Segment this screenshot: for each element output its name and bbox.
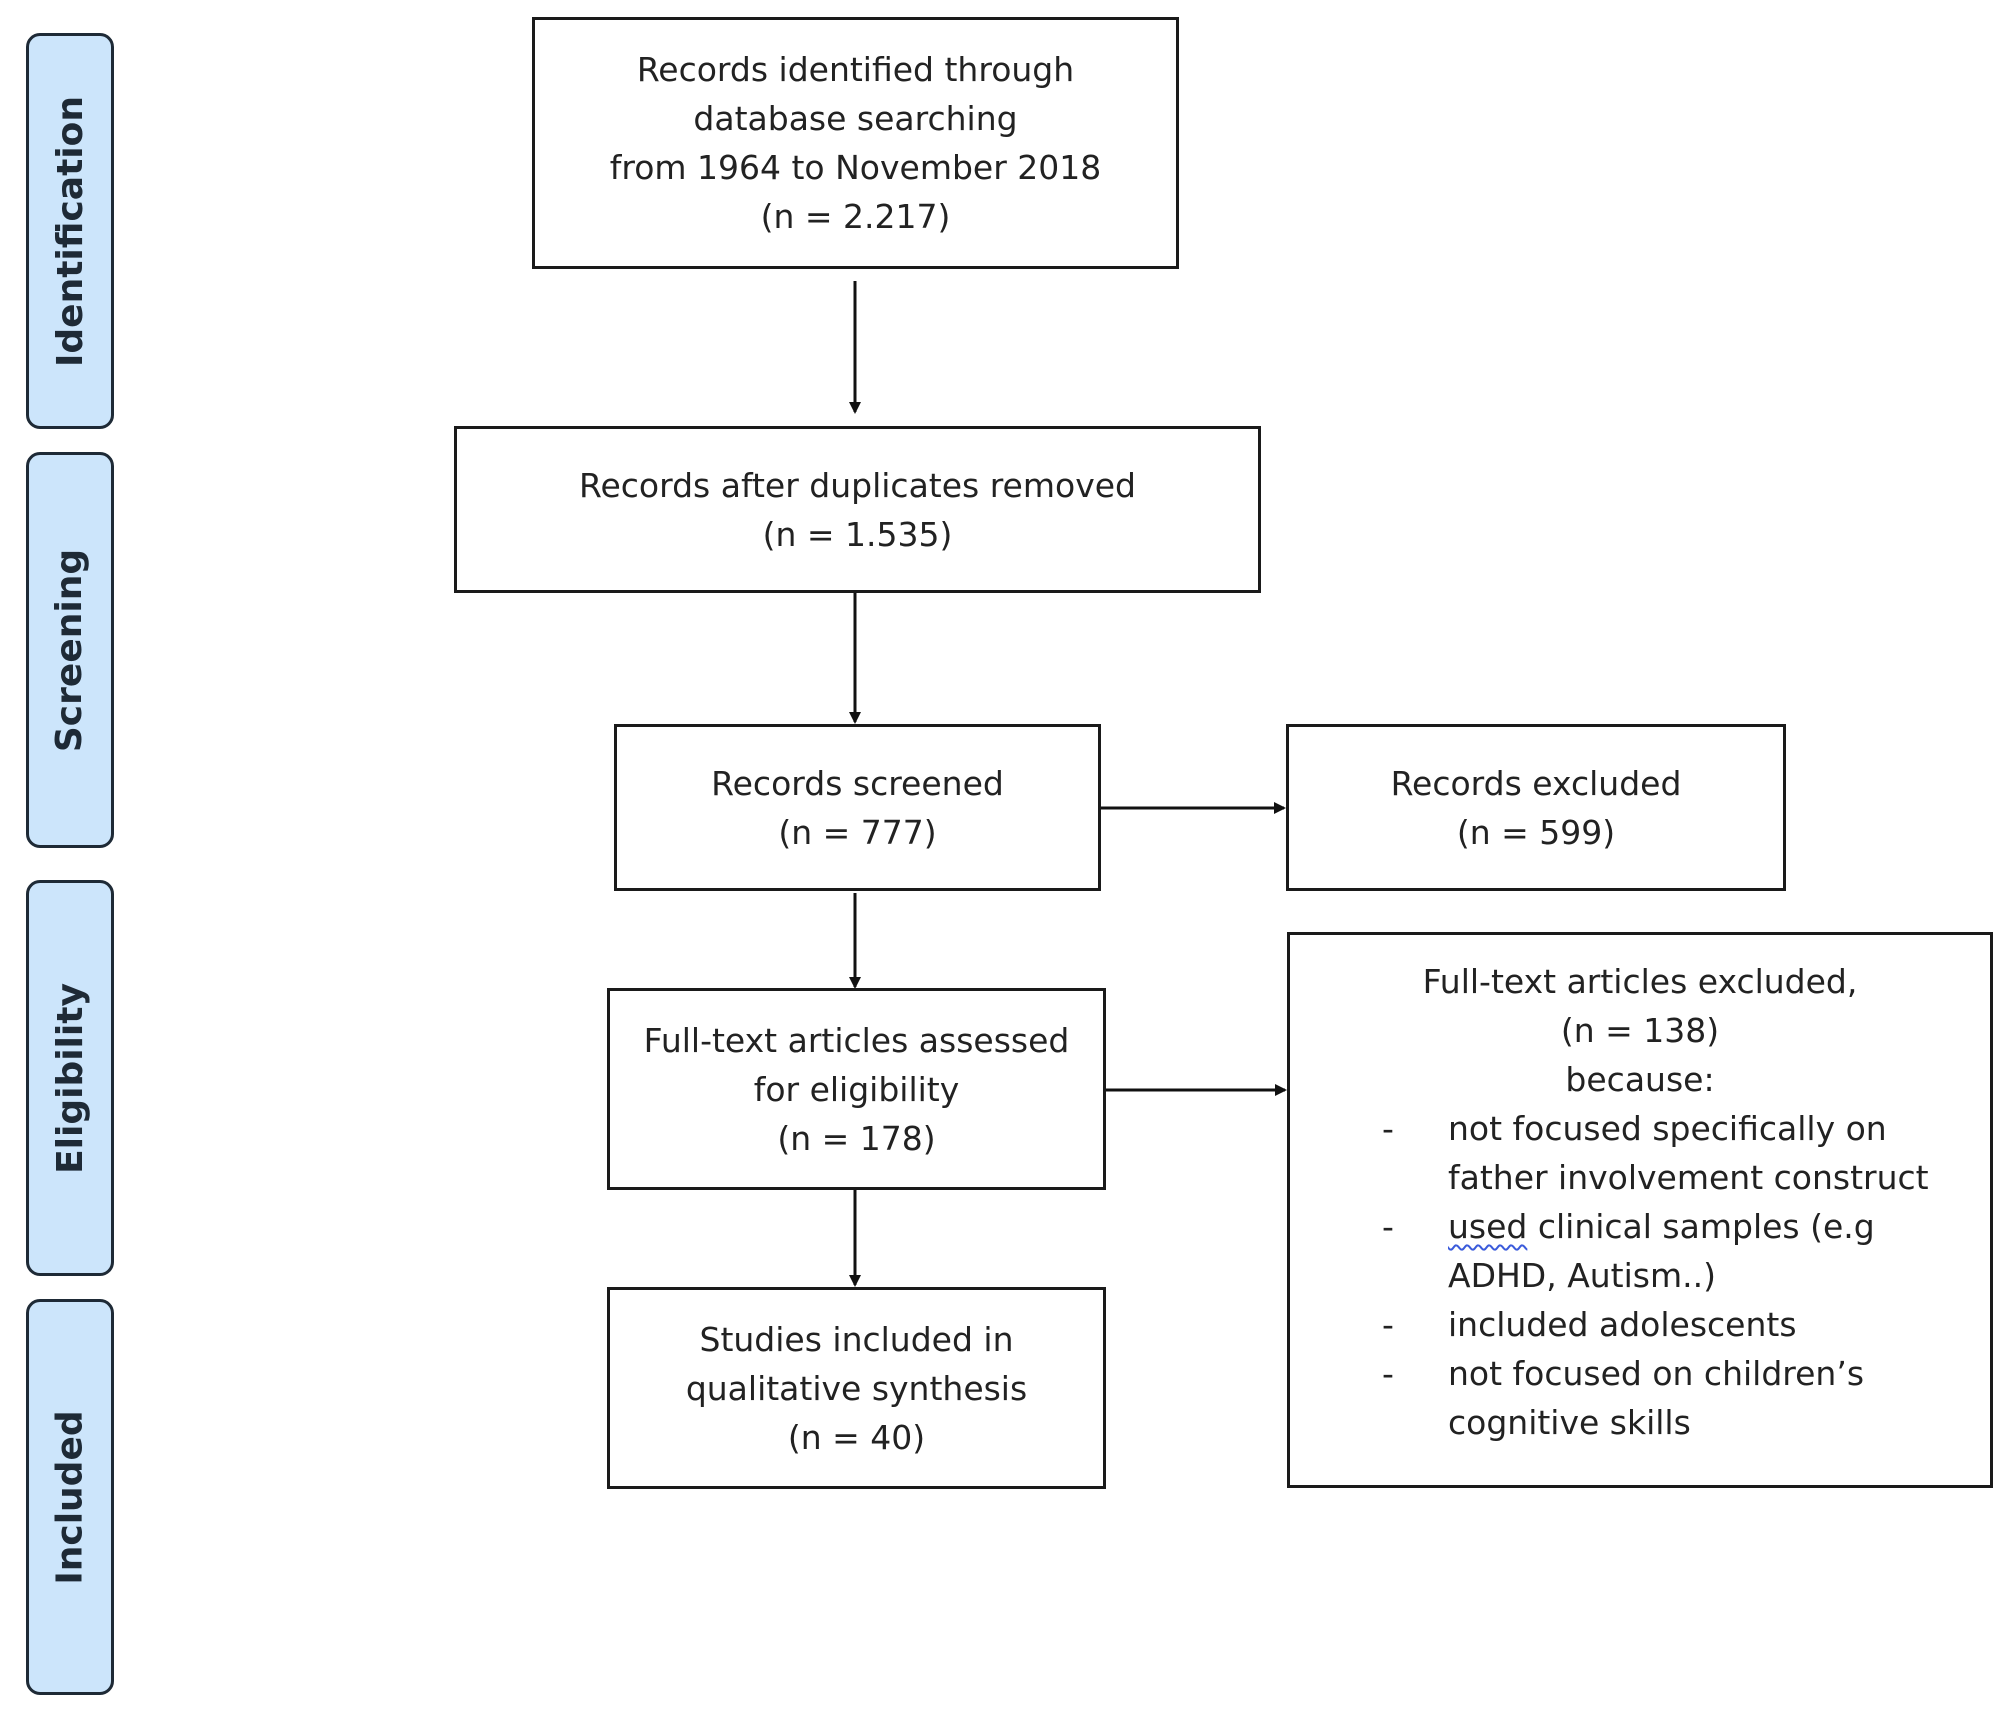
- records-deduplicated-count: (n = 1.535): [762, 514, 953, 554]
- exclusion-reason-4-line-1: not focused on children’s: [1448, 1354, 1865, 1393]
- stage-identification: Identification: [26, 33, 114, 429]
- fulltext-assessed-line-1: Full-text articles assessed: [643, 1020, 1070, 1060]
- fulltext-assessed-line-2: for eligibility: [753, 1069, 960, 1109]
- fulltext-excluded-count: (n = 138): [1560, 1011, 1720, 1050]
- fulltext-excluded-title: Full-text articles excluded,: [1422, 962, 1858, 1001]
- exclusion-reasons-list: not focused specifically on father invol…: [1290, 1104, 1990, 1447]
- fulltext-assessed-count: (n = 178): [777, 1118, 936, 1158]
- stage-screening-label: Screening: [49, 548, 91, 752]
- records-identified-line-2: database searching: [693, 99, 1018, 138]
- stage-included-label: Included: [49, 1409, 91, 1585]
- records-identified-box: Records identified through database sear…: [532, 17, 1179, 269]
- exclusion-reason-4-line-2: cognitive skills: [1448, 1403, 1691, 1442]
- exclusion-reason: not focused on children’s cognitive skil…: [1290, 1349, 1990, 1447]
- records-screened-box: Records screened (n = 777): [614, 724, 1101, 891]
- records-excluded-box: Records excluded (n = 599): [1286, 724, 1786, 891]
- records-deduplicated-box: Records after duplicates removed (n = 1.…: [454, 426, 1261, 593]
- exclusion-reason-1-line-1: not focused specifically on: [1448, 1109, 1887, 1148]
- fulltext-assessed-box: Full-text articles assessed for eligibil…: [607, 988, 1106, 1190]
- records-identified-line-1: Records identified through: [636, 50, 1075, 89]
- stage-identification-label: Identification: [49, 95, 91, 367]
- stage-included: Included: [26, 1299, 114, 1695]
- studies-included-count: (n = 40): [787, 1417, 926, 1457]
- exclusion-reason: included adolescents: [1290, 1300, 1990, 1349]
- studies-included-line-1: Studies included in: [699, 1319, 1014, 1359]
- exclusion-reason-2-line-1-rest: clinical samples (e.g: [1527, 1207, 1875, 1246]
- records-identified-line-3: from 1964 to November 2018: [609, 148, 1102, 187]
- studies-included-line-2: qualitative synthesis: [685, 1368, 1028, 1408]
- exclusion-reason-3-line-1: included adolescents: [1448, 1305, 1797, 1344]
- records-screened-count: (n = 777): [778, 812, 937, 852]
- studies-included-box: Studies included in qualitative synthesi…: [607, 1287, 1106, 1489]
- records-identified-count: (n = 2.217): [760, 197, 951, 236]
- records-deduplicated-line-1: Records after duplicates removed: [579, 465, 1136, 505]
- stage-eligibility: Eligibility: [26, 880, 114, 1276]
- exclusion-reason-1-line-2: father involvement construct: [1448, 1158, 1929, 1197]
- records-excluded-count: (n = 599): [1456, 812, 1616, 852]
- exclusion-reason-2-line-1: used clinical samples (e.g: [1448, 1202, 1970, 1251]
- fulltext-excluded-box: Full-text articles excluded, (n = 138) b…: [1287, 932, 1993, 1488]
- stage-screening: Screening: [26, 452, 114, 848]
- spellcheck-word: used: [1448, 1207, 1528, 1246]
- records-screened-line-1: Records screened: [711, 763, 1004, 803]
- exclusion-reason: used clinical samples (e.g ADHD, Autism.…: [1290, 1202, 1990, 1300]
- exclusion-reason: not focused specifically on father invol…: [1290, 1104, 1990, 1202]
- records-excluded-line-1: Records excluded: [1390, 763, 1682, 803]
- exclusion-reason-2-line-2: ADHD, Autism..): [1448, 1256, 1716, 1295]
- stage-eligibility-label: Eligibility: [49, 982, 91, 1174]
- fulltext-excluded-because: because:: [1565, 1060, 1715, 1099]
